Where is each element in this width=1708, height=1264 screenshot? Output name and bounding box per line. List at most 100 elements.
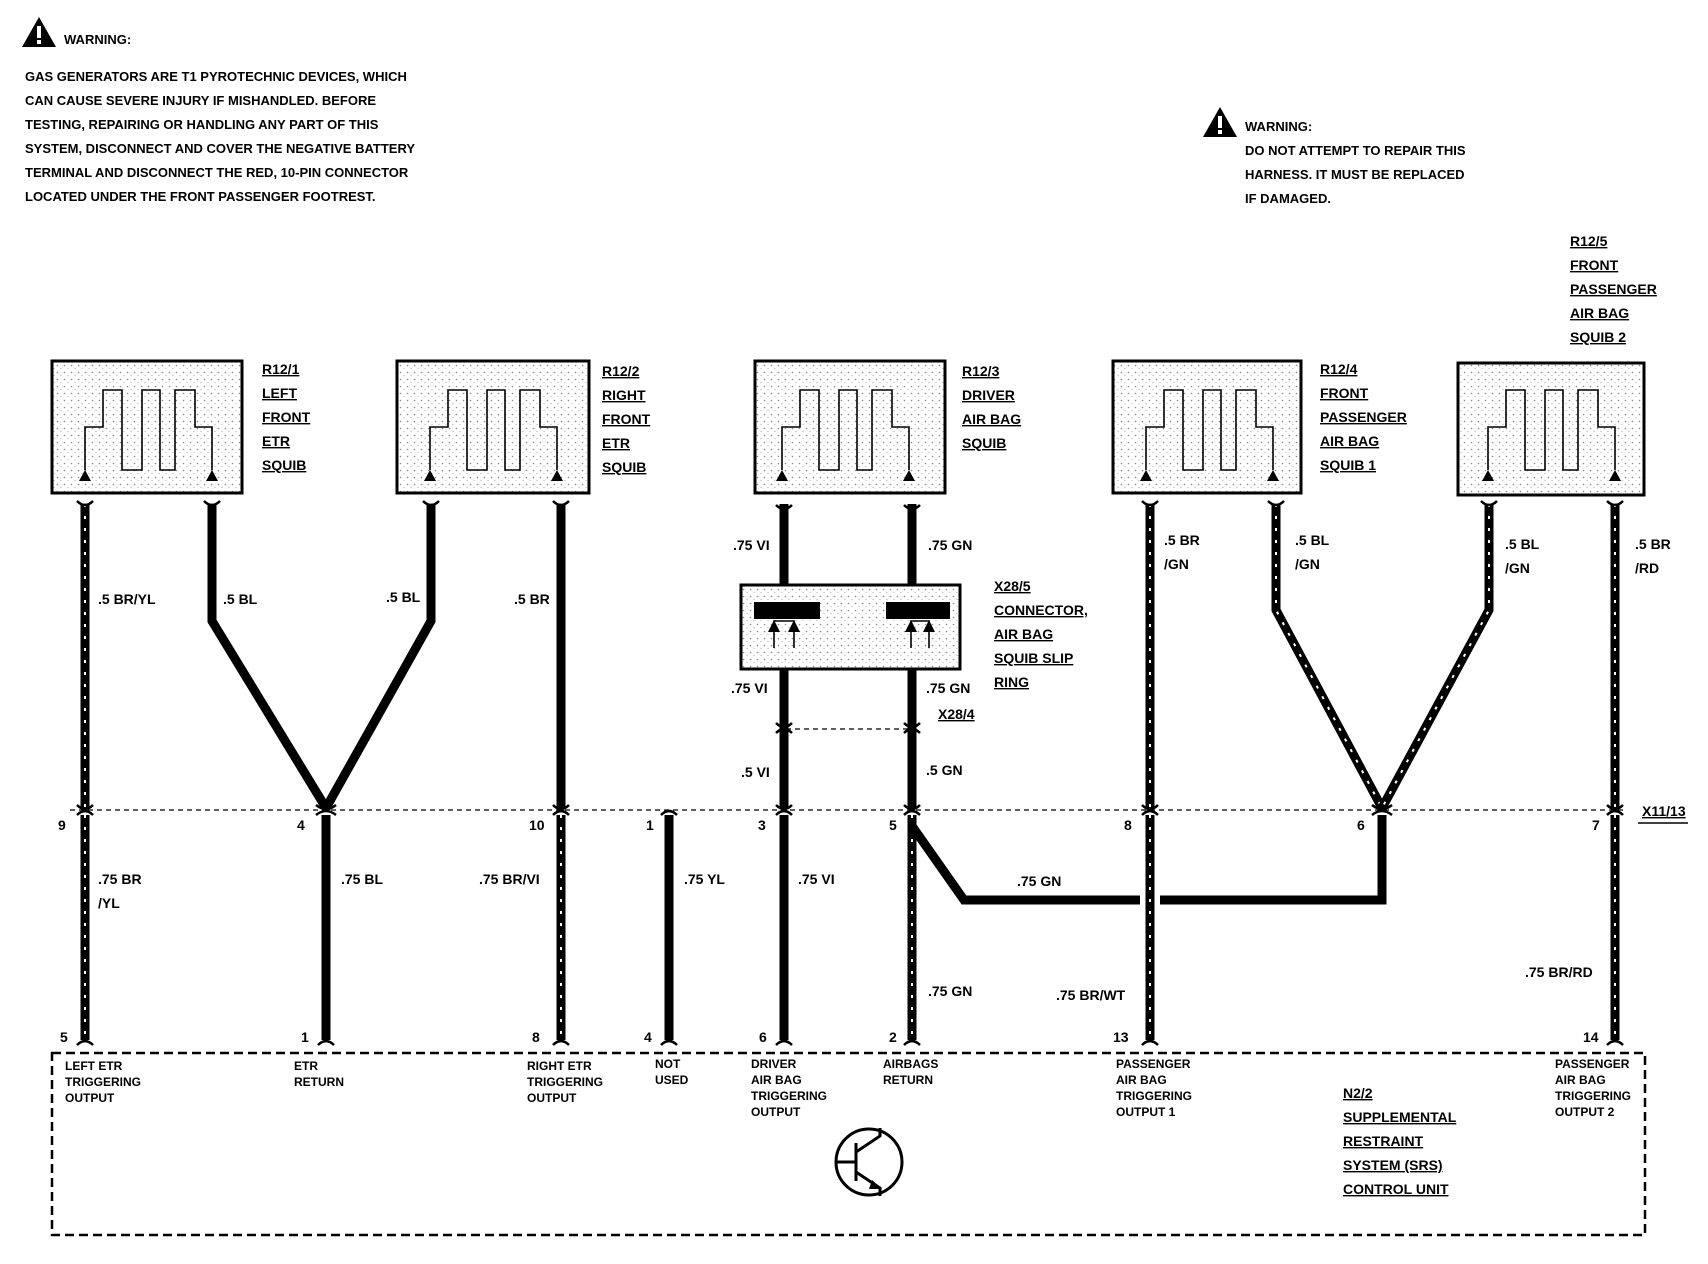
warning-left-title: WARNING: <box>64 32 131 47</box>
label-r12-2: R12/2 RIGHT FRONT ETR SQUIB <box>602 363 651 475</box>
connector-x28-5 <box>739 583 962 671</box>
output-label: OUTPUT <box>751 1105 801 1119</box>
squib-r12-3 <box>753 359 947 495</box>
component-desc: RIGHT <box>602 387 646 403</box>
output-label: ETR <box>294 1059 318 1073</box>
component-desc: AIR BAG <box>1570 305 1629 321</box>
component-desc: SQUIB SLIP <box>994 650 1073 666</box>
pin-number: 9 <box>58 817 66 833</box>
wire-label: .5 BR <box>1635 536 1671 552</box>
squib-element-icon <box>1145 389 1274 471</box>
label-r12-1: R12/1 LEFT FRONT ETR SQUIB <box>262 361 311 473</box>
label-r12-5: R12/5 FRONT PASSENGER AIR BAG SQUIB 2 <box>1570 233 1657 345</box>
pin-number: 6 <box>759 1029 767 1045</box>
label-n2-2: N2/2 SUPPLEMENTAL RESTRAINT SYSTEM (SRS)… <box>1343 1085 1457 1197</box>
component-id: R12/3 <box>962 363 1000 379</box>
output-label: AIR BAG <box>751 1073 802 1087</box>
squib-element-icon <box>429 389 558 471</box>
squib-element-icon <box>1487 389 1616 471</box>
component-desc: PASSENGER <box>1320 409 1407 425</box>
warning-left: WARNING: GAS GENERATORS ARE T1 PYROTECHN… <box>22 17 415 204</box>
wire-label: .5 BL <box>1505 536 1540 552</box>
pin-number: 7 <box>1592 817 1600 833</box>
pin-number: 4 <box>644 1029 652 1045</box>
control-unit-n2-2 <box>50 1051 1647 1237</box>
output-label: TRIGGERING <box>65 1075 141 1089</box>
squib-element-icon <box>781 389 910 471</box>
x11-pin-numbers: 9 4 10 1 3 5 8 6 7 <box>58 817 1600 833</box>
warning-left-line: TERMINAL AND DISCONNECT THE RED, 10-PIN … <box>25 165 409 180</box>
wire-label: .75 BR/WT <box>1056 987 1126 1003</box>
wire-bl-left <box>207 504 330 811</box>
wire-label: /GN <box>1164 556 1189 572</box>
wire-label: .75 VI <box>733 537 770 553</box>
warning-triangle-icon <box>1203 107 1237 137</box>
output-label: RIGHT ETR <box>527 1059 592 1073</box>
wire-label: .5 BL <box>223 591 258 607</box>
warning-left-line: CAN CAUSE SEVERE INJURY IF MISHANDLED. B… <box>25 93 376 108</box>
component-id: N2/2 <box>1343 1085 1373 1101</box>
pin-number: 6 <box>1357 817 1365 833</box>
squib-r12-4 <box>1111 359 1303 495</box>
warning-left-line: GAS GENERATORS ARE T1 PYROTECHNIC DEVICE… <box>25 69 407 84</box>
warning-right-line: HARNESS. IT MUST BE REPLACED <box>1245 167 1465 182</box>
transistor-icon <box>834 1127 904 1197</box>
warning-left-line: TESTING, REPAIRING OR HANDLING ANY PART … <box>25 117 379 132</box>
wire-label: .5 BL <box>386 589 421 605</box>
pin-number: 13 <box>1113 1029 1129 1045</box>
component-desc: FRONT <box>602 411 651 427</box>
pin-number: 1 <box>646 817 654 833</box>
component-id: R12/4 <box>1320 361 1358 377</box>
component-desc: CONTROL UNIT <box>1343 1181 1449 1197</box>
label-r12-4: R12/4 FRONT PASSENGER AIR BAG SQUIB 1 <box>1320 361 1407 473</box>
component-desc: FRONT <box>1570 257 1619 273</box>
output-label: OUTPUT 2 <box>1555 1105 1615 1119</box>
component-id: X28/5 <box>994 578 1031 594</box>
component-desc: AIR BAG <box>1320 433 1379 449</box>
component-id: R12/1 <box>262 361 300 377</box>
component-desc: FRONT <box>262 409 311 425</box>
squib-r12-1 <box>50 359 244 495</box>
wire-bl-gn-right <box>1378 504 1494 811</box>
component-desc: RESTRAINT <box>1343 1133 1424 1149</box>
wire-label: /GN <box>1295 556 1320 572</box>
component-desc: SQUIB <box>262 457 306 473</box>
wire-label: .75 BR/VI <box>479 871 540 887</box>
label-x28-5: X28/5 CONNECTOR, AIR BAG SQUIB SLIP RING <box>994 578 1088 690</box>
pin-number: 1 <box>301 1029 309 1045</box>
pin-number: 8 <box>1124 817 1132 833</box>
warning-right-title: WARNING: <box>1245 119 1312 134</box>
pin-number: 5 <box>60 1029 68 1045</box>
warning-left-line: SYSTEM, DISCONNECT AND COVER THE NEGATIV… <box>25 141 415 156</box>
output-label: TRIGGERING <box>751 1089 827 1103</box>
label-r12-3: R12/3 DRIVER AIR BAG SQUIB <box>962 363 1021 451</box>
unit-output-labels: LEFT ETR TRIGGERING OUTPUT ETR RETURN RI… <box>65 1057 1631 1119</box>
component-desc: SUPPLEMENTAL <box>1343 1109 1457 1125</box>
terminals <box>76 500 1624 1046</box>
warning-left-line: LOCATED UNDER THE FRONT PASSENGER FOOTRE… <box>25 189 376 204</box>
output-label: NOT <box>655 1057 681 1071</box>
output-label: RETURN <box>294 1075 344 1089</box>
wire-bl-gn-left <box>1271 504 1386 811</box>
transistor-arrow-icon <box>869 1180 882 1189</box>
component-desc: SQUIB <box>962 435 1006 451</box>
wire-labels: .5 BR/YL .5 BL .5 BL .5 BR .75 VI .75 GN… <box>98 532 1671 1003</box>
component-desc: FRONT <box>1320 385 1369 401</box>
wire-label: /RD <box>1635 560 1659 576</box>
wire-label: .75 BR/RD <box>1525 964 1593 980</box>
squib-r12-2 <box>395 359 591 495</box>
output-label: OUTPUT <box>527 1091 577 1105</box>
wire-label: /YL <box>98 895 120 911</box>
pin-number: 4 <box>297 817 305 833</box>
output-label: AIR BAG <box>1555 1073 1606 1087</box>
component-desc: SYSTEM (SRS) <box>1343 1157 1443 1173</box>
pin-number: 5 <box>889 817 897 833</box>
output-label: AIRBAGS <box>883 1057 938 1071</box>
wire-label: .75 GN <box>928 983 972 999</box>
output-label: USED <box>655 1073 689 1087</box>
warning-right-line: DO NOT ATTEMPT TO REPAIR THIS <box>1245 143 1466 158</box>
warning-right-line: IF DAMAGED. <box>1245 191 1331 206</box>
wire-label: .75 GN <box>1017 873 1061 889</box>
component-desc: SQUIB 2 <box>1570 329 1626 345</box>
